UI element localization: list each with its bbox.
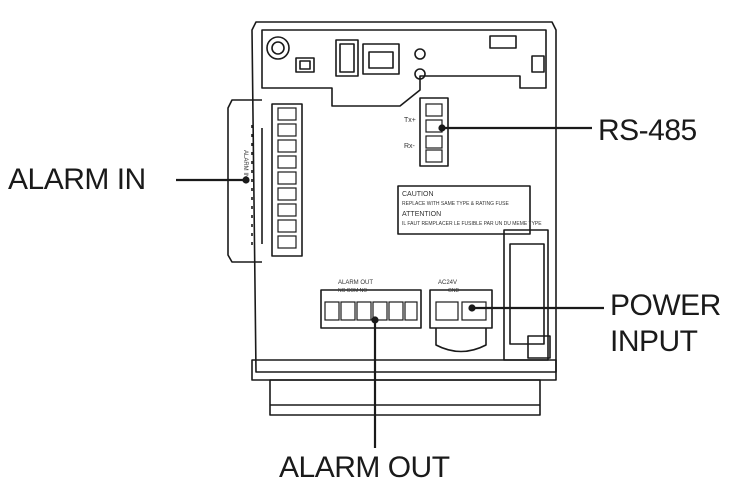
caution-label — [397, 185, 531, 235]
rs485-terminal — [419, 97, 449, 167]
rs-plus-label: Tx+ — [404, 117, 416, 124]
power-input-line2: INPUT — [610, 325, 698, 358]
mount-hole — [266, 36, 290, 60]
top-chip — [335, 39, 359, 77]
alarm-in-terminal — [271, 103, 303, 257]
alarm-out-header: ALARM OUT — [338, 280, 373, 286]
power-input-callout: POWER INPUT — [610, 288, 721, 360]
alarm-in-side-label: ALARM IN — [242, 150, 248, 178]
alarm-in-bracket — [227, 99, 262, 263]
housing-base — [251, 359, 557, 381]
rs485-callout: RS-485 — [598, 114, 697, 147]
top-pcb — [261, 29, 547, 107]
power-header: AC24V — [438, 280, 457, 286]
caution-title: CAUTION — [402, 191, 434, 198]
caution-body: REPLACE WITH SAME TYPE & RATING FUSE — [402, 201, 509, 207]
power-sub: GND — [448, 288, 460, 294]
alarm-out-sub: NC COM NO — [338, 288, 367, 294]
alarm-out-callout: ALARM OUT — [279, 451, 450, 484]
housing-foot — [269, 379, 541, 416]
alarm-out-terminal — [320, 289, 422, 329]
power-input-line1: POWER — [610, 289, 721, 322]
attention-body: IL FAUT REMPLACER LE FUSIBLE PAR UN DU M… — [402, 221, 542, 227]
alarm-in-callout: ALARM IN — [8, 163, 146, 196]
top-display — [362, 43, 400, 75]
attention-title: ATTENTION — [402, 211, 441, 218]
rs-minus-label: Rx- — [404, 143, 416, 150]
